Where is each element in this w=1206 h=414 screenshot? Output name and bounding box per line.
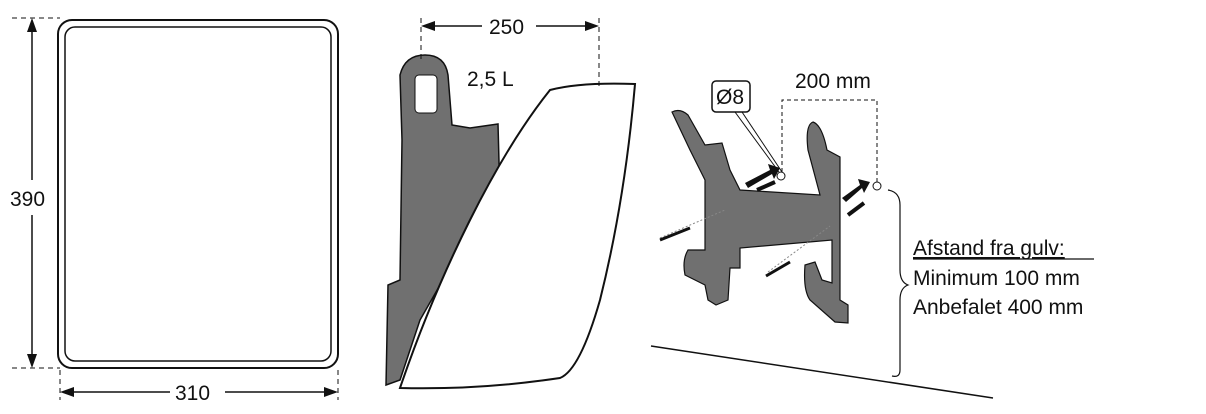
depth-dimension-label: 250 [489,16,524,39]
minimum-height-label: Minimum 100 mm [913,267,1080,290]
height-dimension-label: 390 [10,188,45,211]
width-dimension-label: 310 [175,382,210,405]
side-view [385,18,637,390]
drill-size-label: Ø8 [716,86,744,109]
front-view [12,17,339,400]
wall-bracket [650,109,994,399]
spacing-bracket [781,99,878,182]
recommended-height-label: Anbefalet 400 mm [913,296,1083,319]
volume-label: 2,5 L [467,68,514,91]
drill-callout [711,80,783,173]
hole-spacing-label: 200 mm [795,70,871,93]
floor-distance-brace [887,189,910,377]
floor-distance-heading: Afstand fra gulv: [913,237,1065,260]
